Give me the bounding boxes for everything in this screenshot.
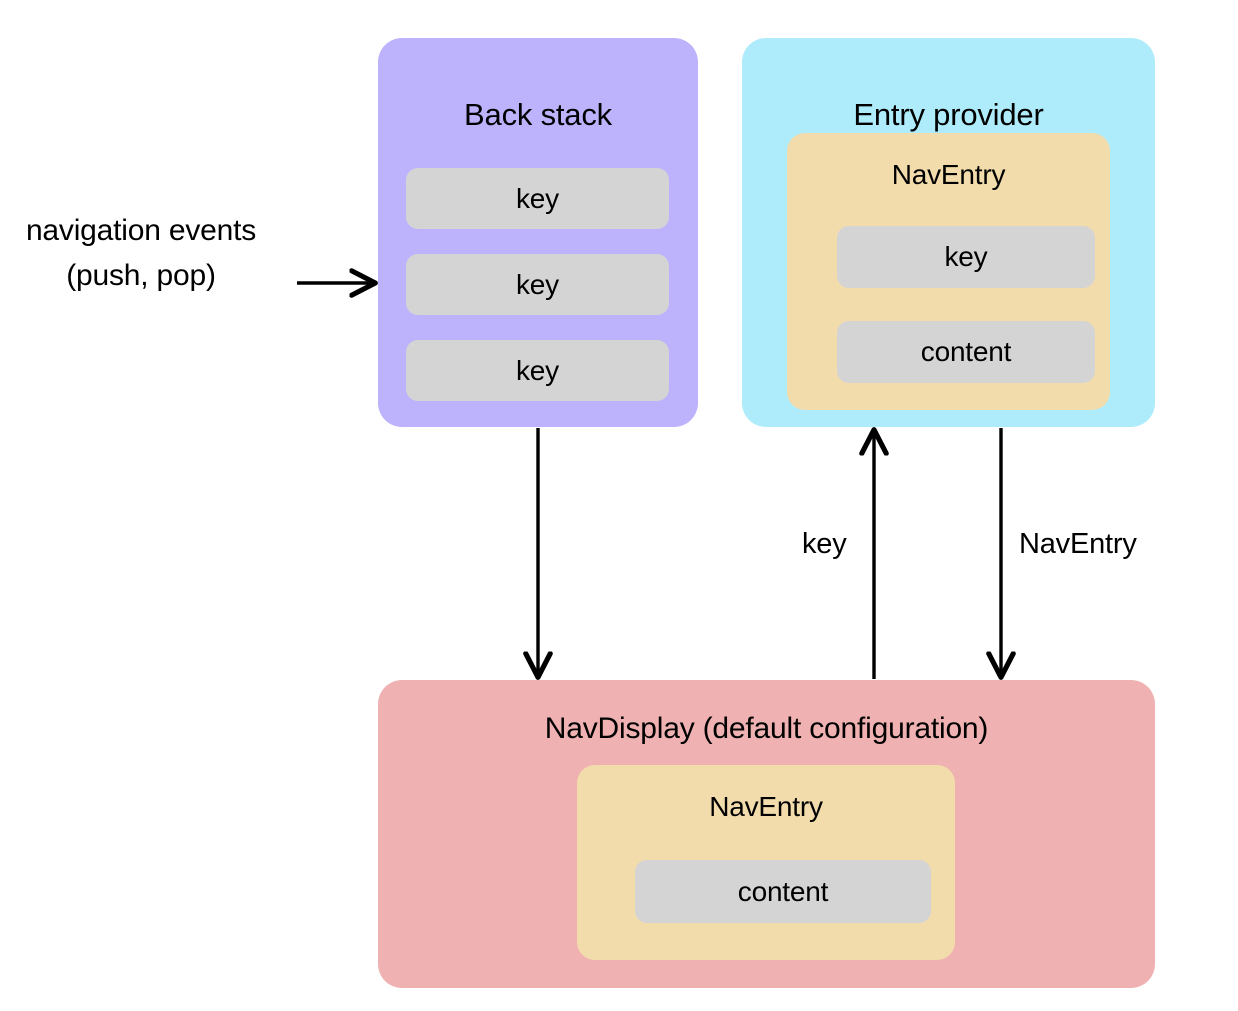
back-stack-key-chip-3-label: key xyxy=(516,354,559,386)
back-stack-key-chip-1-label: key xyxy=(516,182,559,214)
navigation-events-label-line1: navigation events xyxy=(25,214,257,247)
navigation-events-label-line2: (push, pop) xyxy=(66,259,216,292)
entry-provider-nav-entry-card[interactable]: NavEntry key content xyxy=(787,133,1110,410)
entry-provider-key-chip[interactable]: key xyxy=(837,226,1095,288)
entry-provider-content-chip[interactable]: content xyxy=(837,321,1095,383)
nav-display-title: NavDisplay (default configuration) xyxy=(544,712,989,745)
back-stack-key-chip-2-label: key xyxy=(516,268,559,300)
back-stack-key-chip-3[interactable]: key xyxy=(406,340,669,401)
back-stack-title: Back stack xyxy=(464,97,612,132)
nav-display-nav-entry-title: NavEntry xyxy=(709,791,823,822)
edge-label-key: key xyxy=(802,528,847,560)
edge-label-naventry: NavEntry xyxy=(1019,528,1137,560)
back-stack-key-chip-1[interactable]: key xyxy=(406,168,669,229)
navigation-events-label: navigation events (push, pop) xyxy=(0,208,282,298)
entry-provider-title: Entry provider xyxy=(853,97,1044,132)
entry-provider-key-chip-label: key xyxy=(944,241,988,272)
entry-provider-content-chip-label: content xyxy=(920,336,1012,367)
entry-provider-nav-entry-title: NavEntry xyxy=(891,159,1006,190)
nav-display-content-chip[interactable]: content xyxy=(635,860,931,923)
nav-display-nav-entry-card[interactable]: NavEntry content xyxy=(577,765,955,960)
back-stack-key-chip-2[interactable]: key xyxy=(406,254,669,315)
nav-display-content-chip-label: content xyxy=(737,875,829,907)
